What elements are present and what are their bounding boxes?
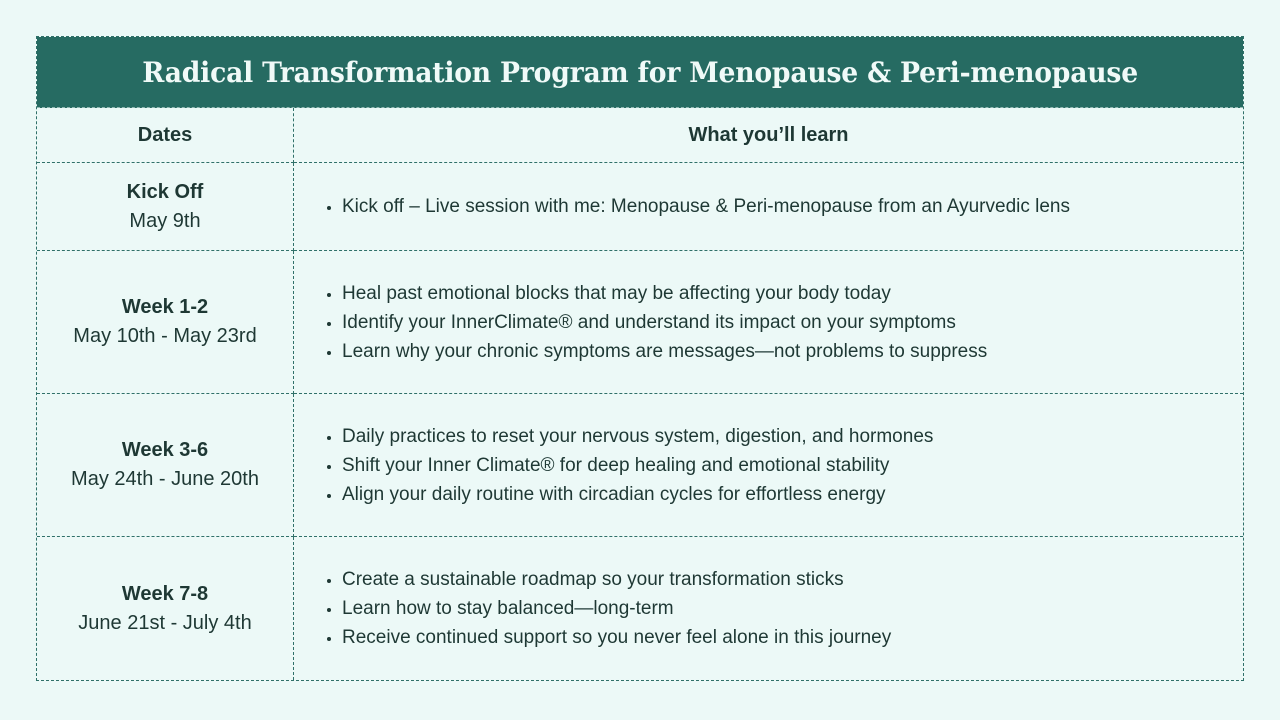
table-title-bar: Radical Transformation Program for Menop… (37, 37, 1243, 108)
period-label: Kick Off (126, 180, 204, 203)
learn-item: Heal past emotional blocks that may be a… (342, 279, 1219, 308)
date-range: June 21st - July 4th (78, 611, 252, 634)
date-range: May 10th - May 23rd (73, 325, 257, 347)
table-grid: Dates What you’ll learn Kick Off May 9th… (37, 108, 1243, 680)
learn-list: Create a sustainable roadmap so your tra… (312, 565, 1219, 652)
learn-list: Heal past emotional blocks that may be a… (312, 279, 1219, 366)
date-cell: Week 3-6 May 24th - June 20th (37, 394, 294, 537)
period-label: Week 3-6 (121, 439, 209, 461)
learn-item: Identify your InnerClimate® and understa… (342, 308, 1219, 337)
learn-cell: Heal past emotional blocks that may be a… (294, 251, 1243, 394)
learn-cell: Daily practices to reset your nervous sy… (294, 394, 1243, 537)
learn-item: Learn why your chronic symptoms are mess… (342, 337, 1219, 366)
period-label: Week 7-8 (121, 582, 209, 605)
period-label: Week 1-2 (121, 296, 209, 318)
learn-list: Kick off – Live session with me: Menopau… (312, 192, 1219, 221)
page-title: Radical Transformation Program for Menop… (142, 55, 1138, 89)
learn-cell: Kick off – Live session with me: Menopau… (294, 163, 1243, 251)
learn-item: Align your daily routine with circadian … (342, 480, 1219, 509)
date-range: May 24th - June 20th (71, 468, 259, 490)
learn-item: Shift your Inner Climate® for deep heali… (342, 451, 1219, 480)
learn-list: Daily practices to reset your nervous sy… (312, 422, 1219, 509)
learn-item: Create a sustainable roadmap so your tra… (342, 565, 1219, 594)
date-range: May 9th (129, 209, 201, 232)
date-cell: Week 7-8 June 21st - July 4th (37, 537, 294, 680)
learn-item: Daily practices to reset your nervous sy… (342, 422, 1219, 451)
learn-cell: Create a sustainable roadmap so your tra… (294, 537, 1243, 680)
learn-item: Kick off – Live session with me: Menopau… (342, 192, 1219, 221)
column-header-dates: Dates (37, 108, 294, 163)
column-header-learn: What you’ll learn (294, 108, 1243, 163)
date-cell: Week 1-2 May 10th - May 23rd (37, 251, 294, 394)
program-table: Radical Transformation Program for Menop… (36, 36, 1244, 681)
learn-item: Learn how to stay balanced—long-term (342, 594, 1219, 623)
learn-item: Receive continued support so you never f… (342, 623, 1219, 652)
date-cell: Kick Off May 9th (37, 163, 294, 251)
